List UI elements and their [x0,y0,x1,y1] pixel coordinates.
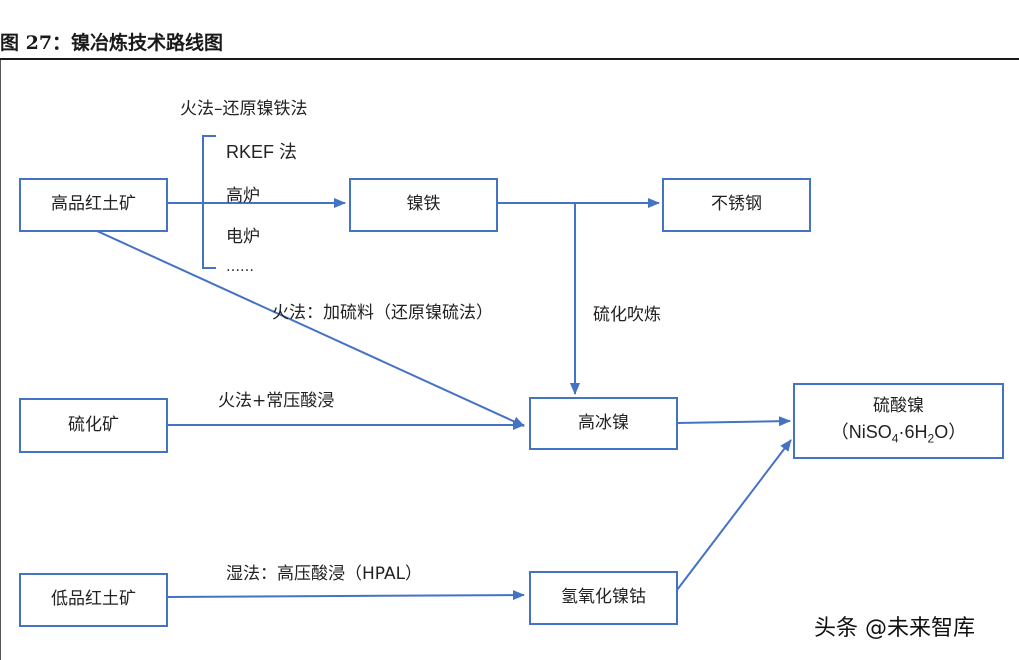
label-pyro-reduction: 火法–还原镍铁法 [180,99,308,119]
label-hpal: 湿法：高压酸浸（HPAL） [226,564,423,584]
node-sulfide-ore: 硫化矿 [19,398,168,453]
node-label: 高品红土矿 [51,194,136,215]
label-pyro-atmospheric: 火法+常压酸浸 [218,391,335,411]
node-stainless-steel: 不锈钢 [662,178,811,232]
node-nickel-iron: 镍铁 [349,178,498,232]
arrow-mhp-to-sulfate [676,439,792,591]
figure-title: 图 27：镍冶炼技术路线图 [0,32,224,54]
node-mhp: 氢氧化镍钴 [529,571,678,625]
label-blast-furnace: 高炉 [226,186,260,206]
arrow-laterite-to-matte [96,230,525,427]
arrow-matte-to-sulfate [676,416,791,427]
label-rkef: RKEF 法 [226,142,298,162]
node-low-grade-laterite: 低品红土矿 [19,573,168,627]
node-label: 硫酸镍 [873,395,924,416]
node-label: 不锈钢 [711,194,762,215]
label-ellipsis: …… [226,259,254,275]
arrow-low-laterite-to-mhp [166,590,525,601]
node-label: 硫化矿 [68,414,119,435]
node-label: 低品红土矿 [51,589,136,610]
frame-left-edge [0,60,1,660]
watermark: 头条 @未来智库 [814,616,975,641]
label-sulfidation-blowing: 硫化吹炼 [593,305,661,325]
node-high-grade-laterite: 高品红土矿 [19,178,168,232]
node-label: 氢氧化镍钴 [561,587,646,608]
node-label: 镍铁 [406,194,441,215]
title-underline [0,58,1019,60]
label-electric-furnace: 电炉 [226,227,260,247]
label-pyro-sulfur: 火法：加硫料（还原镍硫法） [272,303,493,323]
node-nickel-matte: 高冰镍 [529,397,678,450]
node-label: 高冰镍 [578,412,629,433]
nickel-sulfate-formula: （NiSO4·6H2O） [830,422,967,447]
node-nickel-sulfate: 硫酸镍 （NiSO4·6H2O） [793,383,1004,459]
